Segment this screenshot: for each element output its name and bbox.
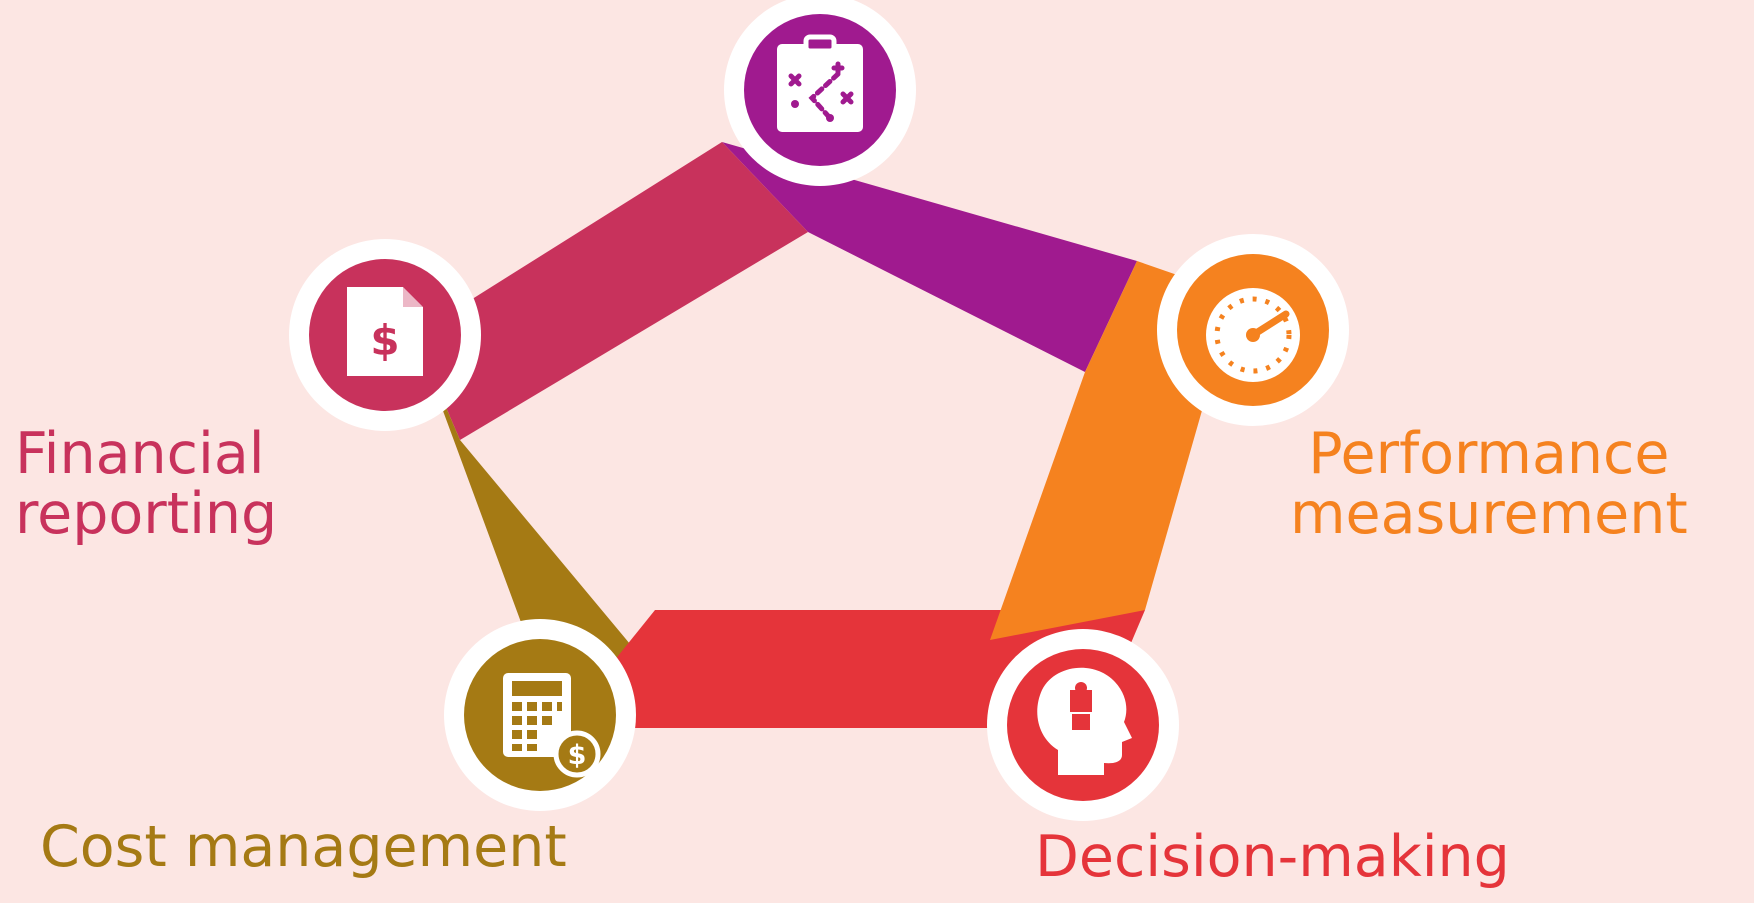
node-decision: [987, 629, 1179, 821]
dollar-document-icon: $: [347, 287, 423, 376]
segment-strategy-performance: [722, 142, 1137, 372]
segment-financial-strategy: [415, 142, 808, 440]
decision-making-label: Decision-making: [1035, 824, 1510, 890]
performance-measurement-label: Performance measurement: [1290, 421, 1688, 547]
svg-text:$: $: [370, 316, 399, 365]
head-puzzle-icon: [1037, 667, 1132, 775]
financial-label-line-1: Financial: [15, 421, 265, 487]
financial-label-line-2: reporting: [15, 480, 278, 547]
decision-label-line-1: Decision-making: [1035, 824, 1510, 890]
financial-reporting-label: Financial reporting: [15, 421, 278, 547]
performance-label-line-2: measurement: [1290, 480, 1688, 547]
speedometer-icon: [1206, 288, 1300, 382]
calculator-dollar-icon: $: [503, 673, 601, 778]
node-strategy: [724, 0, 916, 186]
svg-text:$: $: [568, 740, 587, 771]
node-financial: $: [289, 239, 481, 431]
performance-label-line-1: Performance: [1308, 421, 1670, 487]
strategy-clipboard-icon: [777, 34, 863, 132]
cost-label-line-1: Cost management: [40, 814, 567, 880]
node-cost: $: [444, 619, 636, 811]
cost-management-label: Cost management: [40, 814, 567, 880]
node-performance: [1157, 234, 1349, 426]
